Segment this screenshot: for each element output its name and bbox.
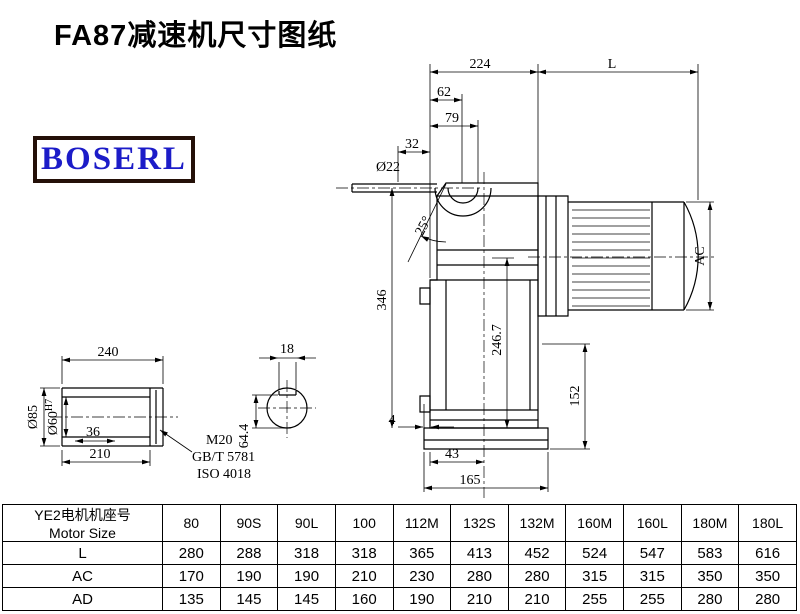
table-cell: 280 bbox=[450, 564, 509, 588]
boserl-logo: BOSERL bbox=[33, 136, 195, 183]
table-cell: 350 bbox=[680, 564, 740, 588]
motor-size-header: YE2电机机座号 Motor Size bbox=[2, 504, 163, 542]
col-header: 160L bbox=[623, 504, 682, 542]
table-cell: 210 bbox=[507, 587, 567, 611]
motor-size-header-cn: YE2电机机座号 bbox=[34, 507, 131, 523]
output-shaft-detail bbox=[61, 387, 164, 447]
row-label: AD bbox=[2, 587, 163, 611]
dim-4-label: 4 bbox=[389, 413, 396, 428]
table-row-L: L 280 288 318 318 365 413 452 524 547 58… bbox=[2, 541, 797, 565]
table-cell: 145 bbox=[219, 587, 279, 611]
dim-224-label: 224 bbox=[470, 57, 491, 72]
table-cell: 230 bbox=[392, 564, 452, 588]
dim-18-label: 18 bbox=[280, 342, 294, 357]
table-cell: 318 bbox=[334, 541, 394, 565]
table-cell: 210 bbox=[334, 564, 394, 588]
gearbox-housing bbox=[419, 182, 549, 450]
table-cell: 315 bbox=[565, 564, 624, 588]
table-cell: 170 bbox=[162, 564, 221, 588]
table-cell: 315 bbox=[623, 564, 682, 588]
table-cell: 280 bbox=[680, 587, 740, 611]
col-header: 132S bbox=[450, 504, 509, 542]
thread-m20-label: M20 bbox=[206, 433, 232, 448]
table-cell: 190 bbox=[219, 564, 279, 588]
table-cell: 452 bbox=[507, 541, 567, 565]
dim-165-label: 165 bbox=[460, 473, 481, 488]
dim-60-text: Ø60 bbox=[46, 411, 61, 435]
motor-size-table: YE2电机机座号 Motor Size 80 90S 90L 100 112M … bbox=[2, 504, 797, 611]
col-header: 180L bbox=[738, 504, 797, 542]
dim-25deg-label: 25° bbox=[413, 214, 435, 238]
dim-210-label: 210 bbox=[90, 447, 111, 462]
standard-gbt-label: GB/T 5781 bbox=[192, 450, 255, 465]
table-cell: 280 bbox=[507, 564, 567, 588]
dim-64-4-label: 64.4 bbox=[237, 424, 252, 449]
col-header: 112M bbox=[392, 504, 452, 542]
table-cell: 190 bbox=[392, 587, 452, 611]
table-cell: 280 bbox=[162, 541, 221, 565]
dim-36-label: 36 bbox=[86, 425, 100, 440]
dim-62-label: 62 bbox=[437, 85, 451, 100]
table-cell: 255 bbox=[623, 587, 682, 611]
table-cell: 288 bbox=[219, 541, 279, 565]
table-cell: 145 bbox=[277, 587, 336, 611]
input-shaft bbox=[351, 183, 437, 193]
col-header: 160M bbox=[565, 504, 624, 542]
table-row-AC: AC 170 190 190 210 230 280 280 315 315 3… bbox=[2, 564, 797, 588]
table-cell: 160 bbox=[334, 587, 394, 611]
table-cell: 365 bbox=[392, 541, 452, 565]
col-header: 100 bbox=[334, 504, 394, 542]
table-cell: 547 bbox=[623, 541, 682, 565]
table-cell: 255 bbox=[565, 587, 624, 611]
table-cell: 135 bbox=[162, 587, 221, 611]
col-header: 90L bbox=[277, 504, 336, 542]
motor-body bbox=[537, 195, 699, 317]
table-cell: 350 bbox=[738, 564, 797, 588]
dim-43-label: 43 bbox=[445, 447, 459, 462]
dim-240-label: 240 bbox=[98, 345, 119, 360]
col-header: 180M bbox=[680, 504, 740, 542]
table-cell: 210 bbox=[450, 587, 509, 611]
dimension-lines bbox=[41, 69, 713, 491]
dim-AC-label: AC bbox=[693, 246, 708, 265]
dim-32-label: 32 bbox=[405, 137, 419, 152]
standard-iso-label: ISO 4018 bbox=[197, 467, 251, 482]
dim-60-tolerance-text: H7 bbox=[44, 399, 55, 411]
table-cell: 190 bbox=[277, 564, 336, 588]
table-cell: 524 bbox=[565, 541, 624, 565]
dim-60h7-label: Ø60H7 bbox=[44, 399, 61, 435]
page-title: FA87减速机尺寸图纸 bbox=[54, 20, 338, 52]
dim-152-label: 152 bbox=[568, 386, 583, 407]
col-header: 132M bbox=[507, 504, 567, 542]
dim-85-label: Ø85 bbox=[26, 405, 41, 429]
technical-drawing: 224 L 62 79 32 Ø22 25° 346 246.7 AC 152 … bbox=[26, 57, 716, 498]
row-label: AC bbox=[2, 564, 163, 588]
dim-22-label: Ø22 bbox=[376, 160, 400, 175]
dim-346-label: 346 bbox=[375, 290, 390, 311]
dim-79-label: 79 bbox=[445, 111, 459, 126]
dim-L-label: L bbox=[608, 57, 617, 72]
dim-246-7-label: 246.7 bbox=[490, 324, 505, 356]
col-header: 90S bbox=[219, 504, 279, 542]
table-cell: 318 bbox=[277, 541, 336, 565]
table-header-row: YE2电机机座号 Motor Size 80 90S 90L 100 112M … bbox=[2, 504, 797, 542]
motor-size-header-en: Motor Size bbox=[49, 525, 116, 541]
table-cell: 413 bbox=[450, 541, 509, 565]
boserl-logo-text: BOSERL bbox=[41, 141, 187, 177]
centerlines bbox=[50, 172, 716, 498]
table-cell: 616 bbox=[738, 541, 797, 565]
row-label: L bbox=[2, 541, 163, 565]
col-header: 80 bbox=[162, 504, 221, 542]
table-cell: 583 bbox=[680, 541, 740, 565]
motor-cooling-fins bbox=[572, 209, 650, 307]
table-cell: 280 bbox=[738, 587, 797, 611]
table-row-AD: AD 135 145 145 160 190 210 210 255 255 2… bbox=[2, 587, 797, 611]
extension-lines bbox=[40, 64, 714, 492]
